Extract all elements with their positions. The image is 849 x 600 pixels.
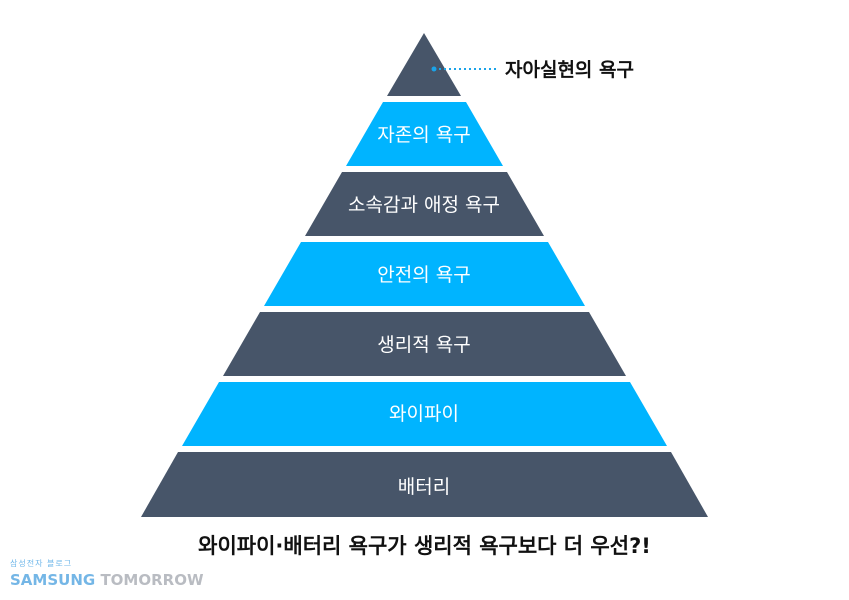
- pyramid-tier-top: [387, 33, 461, 96]
- brand-tomorrow: TOMORROW: [100, 571, 204, 589]
- pyramid-tier-1: [346, 102, 503, 166]
- tier-label-3: 안전의 욕구: [377, 264, 470, 286]
- pyramid-tier-3: [264, 242, 585, 306]
- brand-samsung: SAMSUNG: [10, 571, 96, 589]
- tier-label-5: 와이파이: [389, 403, 459, 425]
- brand-wordmark: SAMSUNG TOMORROW: [10, 571, 204, 589]
- tier-label-1: 자존의 욕구: [377, 124, 470, 146]
- tier-label-4: 생리적 욕구: [377, 334, 470, 356]
- brand-subtitle: 삼성전자 블로그: [10, 559, 73, 568]
- samsung-tomorrow-logo: 삼성전자 블로그 SAMSUNG TOMORROW: [10, 559, 204, 589]
- pyramid-tier-2: [305, 172, 544, 236]
- tier-label-2: 소속감과 애정 욕구: [348, 194, 500, 216]
- pyramid-tier-4: [223, 312, 626, 376]
- top-tier-label: 자아실현의 욕구: [505, 59, 634, 81]
- pointer-dot: [431, 66, 437, 72]
- caption: 와이파이·배터리 욕구가 생리적 욕구보다 더 우선?!: [198, 534, 651, 558]
- pyramid-tier-6: [141, 452, 708, 517]
- pyramid-tier-5: [182, 382, 667, 446]
- tier-label-6: 배터리: [398, 476, 450, 498]
